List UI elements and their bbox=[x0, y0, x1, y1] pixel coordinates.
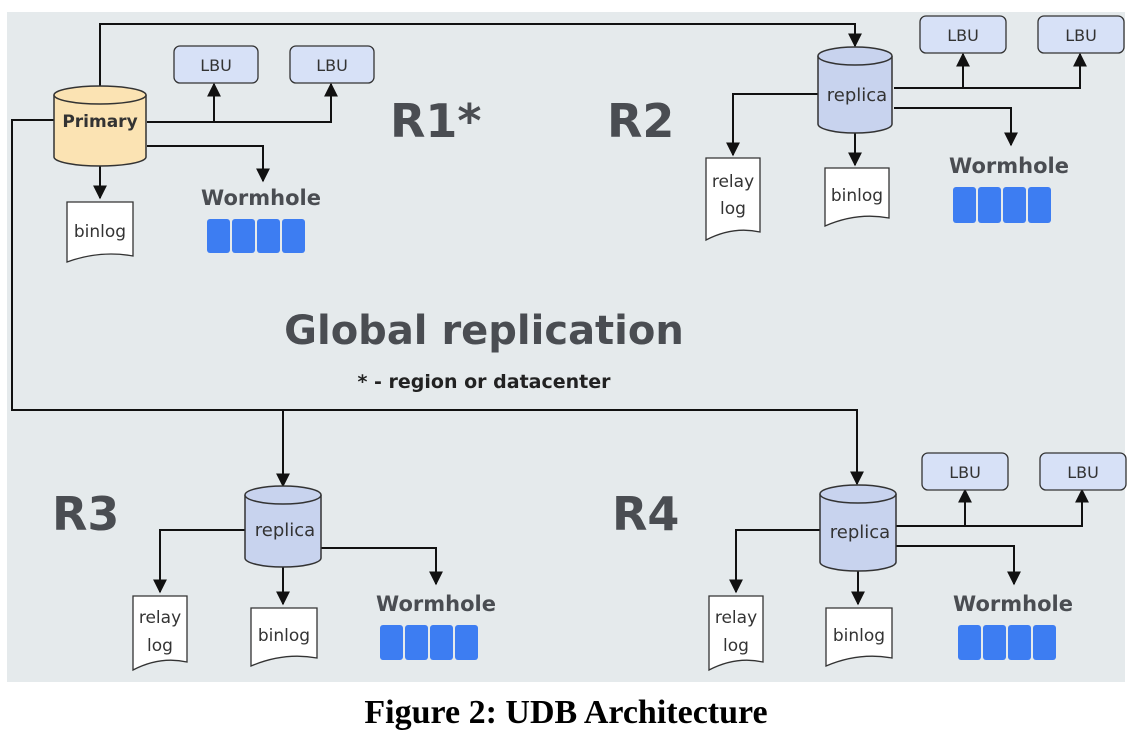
binlog-label: binlog bbox=[258, 626, 310, 646]
wormhole-block bbox=[207, 219, 230, 253]
region-r3: replica relay log binlog Wormhole bbox=[132, 485, 496, 672]
architecture-diagram: Global replication * - region or datacen… bbox=[7, 12, 1127, 682]
r3-relaylog-document-icon: relay log bbox=[132, 595, 188, 672]
lbu-label: LBU bbox=[947, 26, 979, 45]
binlog-label: binlog bbox=[831, 186, 883, 206]
relay-label: relay bbox=[139, 608, 181, 628]
diagram-background bbox=[7, 12, 1125, 682]
r1-line-lbu2 bbox=[214, 82, 338, 123]
r4-wormhole: Wormhole bbox=[953, 592, 1073, 660]
region-r2: replica LBU LBU relay log binlog Wormhol… bbox=[705, 15, 1125, 242]
r3-line-relaylog bbox=[153, 529, 245, 594]
r4-line-wormhole bbox=[896, 545, 1021, 586]
r1-wormhole: Wormhole bbox=[201, 186, 321, 253]
repl-line-r1-to-r4 bbox=[283, 409, 864, 486]
replica-db-label: replica bbox=[827, 85, 887, 106]
r2-lbu-2: LBU bbox=[1037, 15, 1125, 54]
wormhole-block bbox=[455, 625, 478, 660]
r4-relaylog-document-icon: relay log bbox=[708, 595, 764, 672]
r3-replica-db-icon: replica bbox=[244, 485, 322, 568]
r4-lbu-2: LBU bbox=[1039, 452, 1127, 491]
primary-db-icon: Primary bbox=[53, 85, 147, 167]
wormhole-block bbox=[1028, 187, 1051, 223]
wormhole-block bbox=[257, 219, 280, 253]
r2-relaylog-document-icon: relay log bbox=[705, 157, 761, 242]
r4-replica-db-icon: replica bbox=[819, 484, 897, 572]
log-label: log bbox=[723, 636, 749, 656]
r4-binlog-document-icon: binlog bbox=[825, 607, 893, 667]
log-label: log bbox=[147, 636, 173, 656]
binlog-label: binlog bbox=[833, 626, 885, 646]
r2-line-relaylog bbox=[726, 93, 818, 157]
r2-wormhole: Wormhole bbox=[949, 154, 1069, 223]
r3-wormhole: Wormhole bbox=[376, 592, 496, 660]
wormhole-block bbox=[232, 219, 255, 253]
r1-binlog-document-icon: binlog bbox=[66, 201, 134, 263]
binlog-label: binlog bbox=[74, 222, 126, 242]
diagram-subtitle: * - region or datacenter bbox=[358, 371, 612, 393]
r2-replica-db-icon: replica bbox=[817, 46, 893, 134]
log-label: log bbox=[720, 199, 746, 219]
wormhole-block bbox=[1008, 625, 1031, 660]
region-label-r4: R4 bbox=[612, 487, 679, 541]
wormhole-block bbox=[1003, 187, 1026, 223]
wormhole-label: Wormhole bbox=[376, 592, 496, 616]
r2-line-lbu2 bbox=[963, 52, 1087, 89]
wormhole-block bbox=[983, 625, 1006, 660]
r2-lbu-1: LBU bbox=[919, 15, 1007, 54]
r2-binlog-document-icon: binlog bbox=[824, 167, 890, 227]
r4-line-relaylog bbox=[729, 529, 820, 594]
repl-line-r1-to-r2 bbox=[99, 23, 862, 88]
r2-line-wormhole bbox=[894, 107, 1018, 147]
relay-label: relay bbox=[712, 172, 754, 192]
r1-lbu-1: LBU bbox=[173, 45, 259, 84]
primary-db-label: Primary bbox=[62, 112, 137, 132]
replica-db-label: replica bbox=[255, 520, 315, 541]
r4-line-lbu2 bbox=[965, 488, 1089, 527]
wormhole-label: Wormhole bbox=[949, 154, 1069, 178]
wormhole-block bbox=[430, 625, 453, 660]
region-label-r2: R2 bbox=[607, 94, 674, 148]
wormhole-block bbox=[978, 187, 1001, 223]
figure-caption: Figure 2: UDB Architecture bbox=[364, 694, 768, 731]
replica-db-label: replica bbox=[830, 522, 890, 543]
wormhole-block bbox=[405, 625, 428, 660]
wormhole-label: Wormhole bbox=[953, 592, 1073, 616]
lbu-label: LBU bbox=[949, 463, 981, 482]
r3-binlog-document-icon: binlog bbox=[250, 607, 318, 667]
wormhole-block bbox=[380, 625, 403, 660]
repl-line-r1-to-r3 bbox=[11, 119, 290, 488]
region-label-r1: R1* bbox=[390, 94, 481, 148]
relay-label: relay bbox=[715, 608, 757, 628]
wormhole-block bbox=[282, 219, 305, 253]
connectors bbox=[11, 23, 1089, 606]
lbu-label: LBU bbox=[200, 56, 232, 75]
r1-lbu-2: LBU bbox=[289, 45, 375, 84]
region-r4: replica LBU LBU relay log binlog Wormhol… bbox=[708, 452, 1127, 672]
r3-line-wormhole bbox=[321, 547, 443, 586]
r1-line-wormhole bbox=[147, 145, 270, 183]
wormhole-label: Wormhole bbox=[201, 186, 321, 210]
lbu-label: LBU bbox=[316, 56, 348, 75]
diagram-title: Global replication bbox=[284, 308, 684, 354]
region-label-r3: R3 bbox=[52, 487, 119, 541]
wormhole-block bbox=[958, 625, 981, 660]
wormhole-block bbox=[953, 187, 976, 223]
lbu-label: LBU bbox=[1067, 463, 1099, 482]
wormhole-block bbox=[1033, 625, 1056, 660]
lbu-label: LBU bbox=[1065, 26, 1097, 45]
region-r1: Primary LBU LBU binlog Wormhole bbox=[53, 45, 375, 263]
r4-lbu-1: LBU bbox=[921, 452, 1009, 491]
